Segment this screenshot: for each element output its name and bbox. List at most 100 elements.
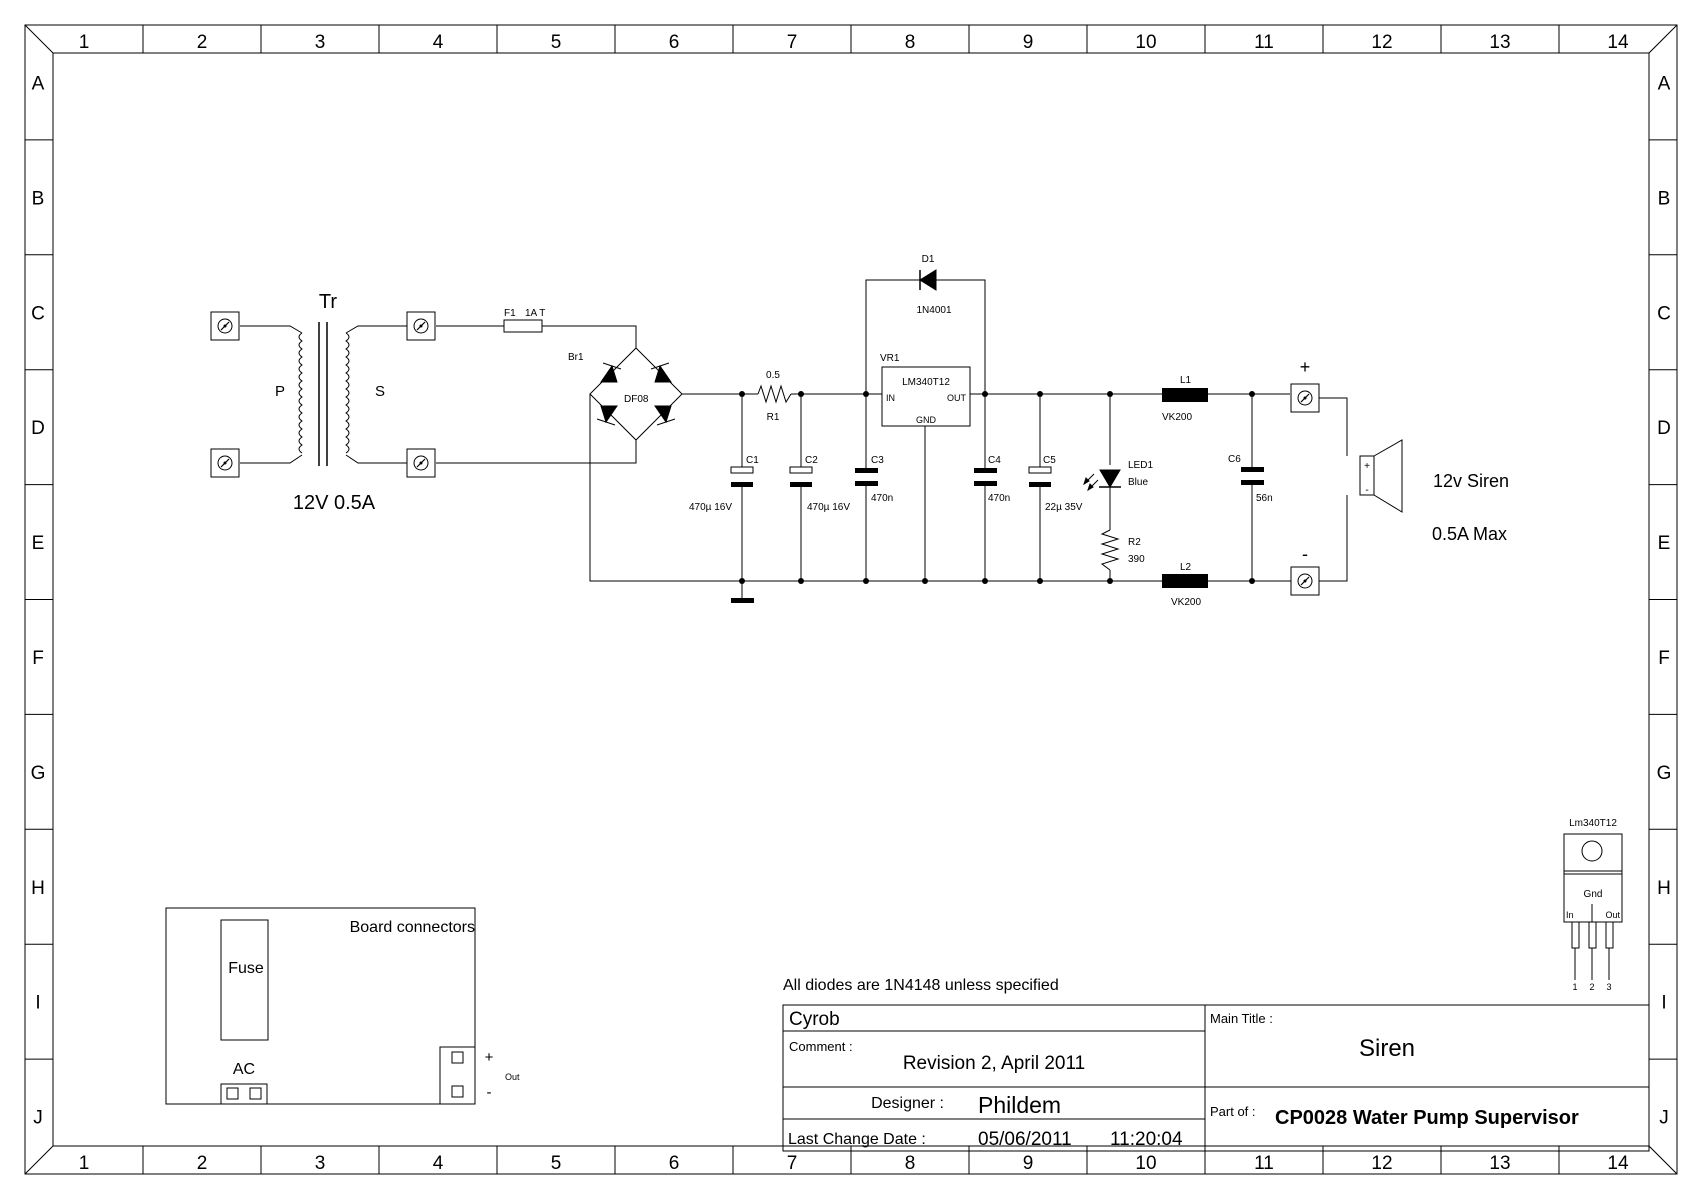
column-label-top: 10 — [1135, 32, 1156, 53]
c1-ref: C1 — [746, 455, 759, 466]
terminals — [210, 311, 1320, 596]
board-plus-label: + — [485, 1049, 494, 1066]
package-title: Lm340T12 — [1569, 818, 1617, 829]
part-of-label: Part of : — [1210, 1104, 1256, 1119]
row-label-left: F — [32, 648, 44, 669]
r1-ref: R1 — [767, 412, 780, 423]
column-label-top: 12 — [1371, 32, 1392, 53]
speaker-symbol — [1359, 439, 1403, 513]
column-label-bottom: 5 — [551, 1153, 562, 1174]
company-name: Cyrob — [789, 1009, 840, 1030]
vr1-pin-gnd: GND — [916, 415, 937, 425]
fuse-symbol — [503, 319, 543, 333]
vr1-pin-in: IN — [886, 393, 895, 403]
c5-value: 22µ 35V — [1045, 502, 1083, 513]
c5-symbol — [1028, 466, 1052, 487]
c6-ref: C6 — [1228, 454, 1241, 465]
designer-label: Designer : — [871, 1095, 944, 1112]
l2-inductor — [1162, 574, 1208, 588]
column-label-bottom: 7 — [787, 1153, 798, 1174]
l2-value: VK200 — [1171, 597, 1201, 608]
comment-text: Revision 2, April 2011 — [903, 1053, 1085, 1074]
comment-label: Comment : — [789, 1039, 853, 1054]
row-label-right: C — [1657, 303, 1671, 324]
row-label-left: H — [31, 878, 45, 899]
column-label-top: 4 — [433, 32, 444, 53]
led1-ref: LED1 — [1128, 460, 1153, 471]
d1-diode — [910, 269, 937, 291]
c4-ref: C4 — [988, 455, 1001, 466]
change-time: 11:20:04 — [1110, 1129, 1183, 1150]
bridge-value: DF08 — [624, 394, 649, 405]
board-fuse-label: Fuse — [228, 960, 264, 977]
column-label-top: 9 — [1023, 32, 1034, 53]
column-label-bottom: 1 — [79, 1153, 90, 1174]
column-label-bottom: 3 — [315, 1153, 326, 1174]
row-label-left: J — [33, 1108, 43, 1129]
d1-ref: D1 — [922, 254, 935, 265]
row-label-left: C — [31, 303, 45, 324]
row-label-right: I — [1661, 993, 1666, 1014]
c6-symbol — [1241, 467, 1264, 485]
board-minus-label: - — [487, 1084, 492, 1101]
speaker-minus: - — [1365, 485, 1368, 496]
transformer-primary-label: P — [275, 383, 285, 400]
column-label-bottom: 13 — [1489, 1153, 1510, 1174]
board-out-label: Out — [505, 1072, 520, 1082]
package-pin-1: 1 — [1572, 982, 1577, 992]
column-label-bottom: 12 — [1371, 1153, 1392, 1174]
column-label-top: 7 — [787, 32, 798, 53]
main-title-label: Main Title : — [1210, 1011, 1273, 1026]
row-label-left: B — [32, 188, 45, 209]
column-label-bottom: 11 — [1254, 1153, 1274, 1174]
fuse-value: 1A T — [525, 308, 545, 319]
row-label-right: H — [1657, 878, 1671, 899]
board-connectors-drawing — [165, 907, 476, 1105]
title-block — [782, 1004, 1650, 1152]
board-title: Board connectors — [350, 919, 475, 936]
column-label-bottom: 6 — [669, 1153, 680, 1174]
row-label-left: G — [31, 763, 46, 784]
package-out: Out — [1605, 910, 1620, 920]
transformer-secondary-label: S — [375, 383, 385, 400]
led1-value: Blue — [1128, 477, 1148, 488]
designer-name: Phildem — [978, 1092, 1061, 1118]
row-label-right: F — [1658, 648, 1670, 669]
column-label-bottom: 10 — [1135, 1153, 1156, 1174]
column-label-top: 5 — [551, 32, 562, 53]
column-label-bottom: 2 — [197, 1153, 208, 1174]
column-label-top: 8 — [905, 32, 916, 53]
column-label-top: 2 — [197, 32, 208, 53]
c3-ref: C3 — [871, 455, 884, 466]
row-label-right: D — [1657, 418, 1671, 439]
row-label-right: A — [1658, 73, 1671, 94]
c5-ref: C5 — [1043, 455, 1056, 466]
transformer-rating: 12V 0.5A — [293, 492, 376, 514]
change-date: 05/06/2011 — [978, 1129, 1072, 1150]
main-title: Siren — [1359, 1035, 1415, 1062]
package-pin-2: 2 — [1589, 982, 1594, 992]
vr1-pin-out: OUT — [947, 393, 967, 403]
vr1-value: LM340T12 — [902, 377, 950, 388]
speaker-plus: + — [1364, 461, 1370, 472]
siren-rating: 0.5A Max — [1432, 524, 1507, 544]
column-label-bottom: 4 — [433, 1153, 444, 1174]
row-label-right: J — [1659, 1108, 1669, 1129]
row-label-right: E — [1658, 533, 1671, 554]
row-label-left: D — [31, 418, 45, 439]
l2-ref: L2 — [1180, 562, 1192, 573]
board-ac-label: AC — [233, 1061, 255, 1078]
c3-value: 470n — [871, 493, 893, 504]
r2-symbol — [1100, 529, 1120, 571]
vr1-ref: VR1 — [880, 353, 900, 364]
r2-value: 390 — [1128, 554, 1145, 565]
c2-ref: C2 — [805, 455, 818, 466]
column-label-top: 13 — [1489, 32, 1510, 53]
d1-value: 1N4001 — [916, 305, 951, 316]
c4-value: 470n — [988, 493, 1010, 504]
fuse-ref: F1 — [504, 308, 516, 319]
date-label: Last Change Date : — [788, 1131, 926, 1148]
row-label-left: A — [32, 73, 45, 94]
column-label-bottom: 8 — [905, 1153, 916, 1174]
